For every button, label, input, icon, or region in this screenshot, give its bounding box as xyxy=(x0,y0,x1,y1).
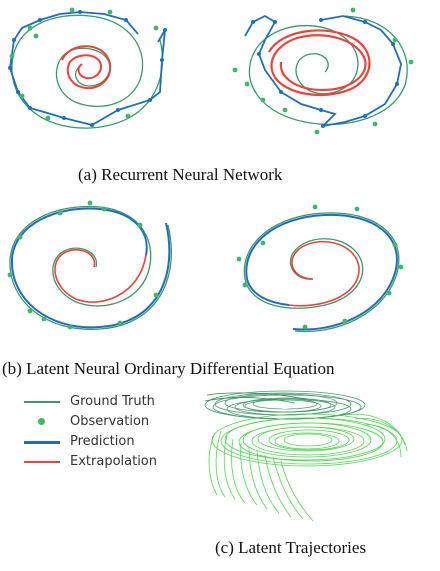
extrapolation-spiral xyxy=(54,249,147,303)
extrapolation-spiral xyxy=(61,45,112,90)
observation-points xyxy=(236,204,404,330)
observation-points xyxy=(232,7,414,135)
ground-truth-spiral xyxy=(9,205,172,330)
prediction-markers xyxy=(251,18,399,128)
prediction-path xyxy=(245,213,398,331)
observation-points xyxy=(7,200,159,330)
latent-trajectories-light xyxy=(208,413,408,522)
legend-item-observation: Observation xyxy=(22,412,157,432)
caption-a: (a) Recurrent Neural Network xyxy=(78,165,283,184)
legend: Ground Truth Observation Prediction Extr… xyxy=(22,392,157,472)
ground-truth-spiral xyxy=(11,14,164,129)
ode-spiral-left xyxy=(7,200,172,330)
legend-label: Observation xyxy=(70,414,150,429)
extrapolation-spiral xyxy=(268,29,371,97)
prediction-line-swatch xyxy=(24,440,60,444)
ground-truth-spiral xyxy=(248,15,408,125)
legend-item-prediction: Prediction xyxy=(22,432,157,452)
trajectory-centers xyxy=(277,403,317,445)
legend-label: Ground Truth xyxy=(70,394,155,409)
legend-item-ground-truth: Ground Truth xyxy=(22,392,157,412)
legend-item-extrapolation: Extrapolation xyxy=(22,452,157,472)
prediction-markers xyxy=(8,10,167,127)
caption-b: (b) Latent Neural Ordinary Differential … xyxy=(2,359,335,378)
caption-c: (c) Latent Trajectories xyxy=(215,538,367,557)
extrapolation-spiral xyxy=(288,241,360,307)
ground-truth-line-swatch xyxy=(24,401,60,403)
observation-points xyxy=(9,7,159,121)
ground-truth-spiral xyxy=(243,212,400,333)
latent-trajectories-plot xyxy=(204,390,408,522)
rnn-spiral-right xyxy=(232,7,414,135)
prediction-path xyxy=(9,11,166,126)
legend-label: Prediction xyxy=(70,434,135,449)
ode-spiral-right xyxy=(236,204,404,333)
prediction-path xyxy=(10,207,171,329)
prediction-path xyxy=(244,14,402,128)
observation-dot-swatch xyxy=(38,418,45,425)
legend-label: Extrapolation xyxy=(70,454,158,469)
latent-trajectories-dark xyxy=(204,392,306,404)
rnn-spiral-left xyxy=(8,7,167,129)
extrapolation-line-swatch xyxy=(24,461,60,463)
